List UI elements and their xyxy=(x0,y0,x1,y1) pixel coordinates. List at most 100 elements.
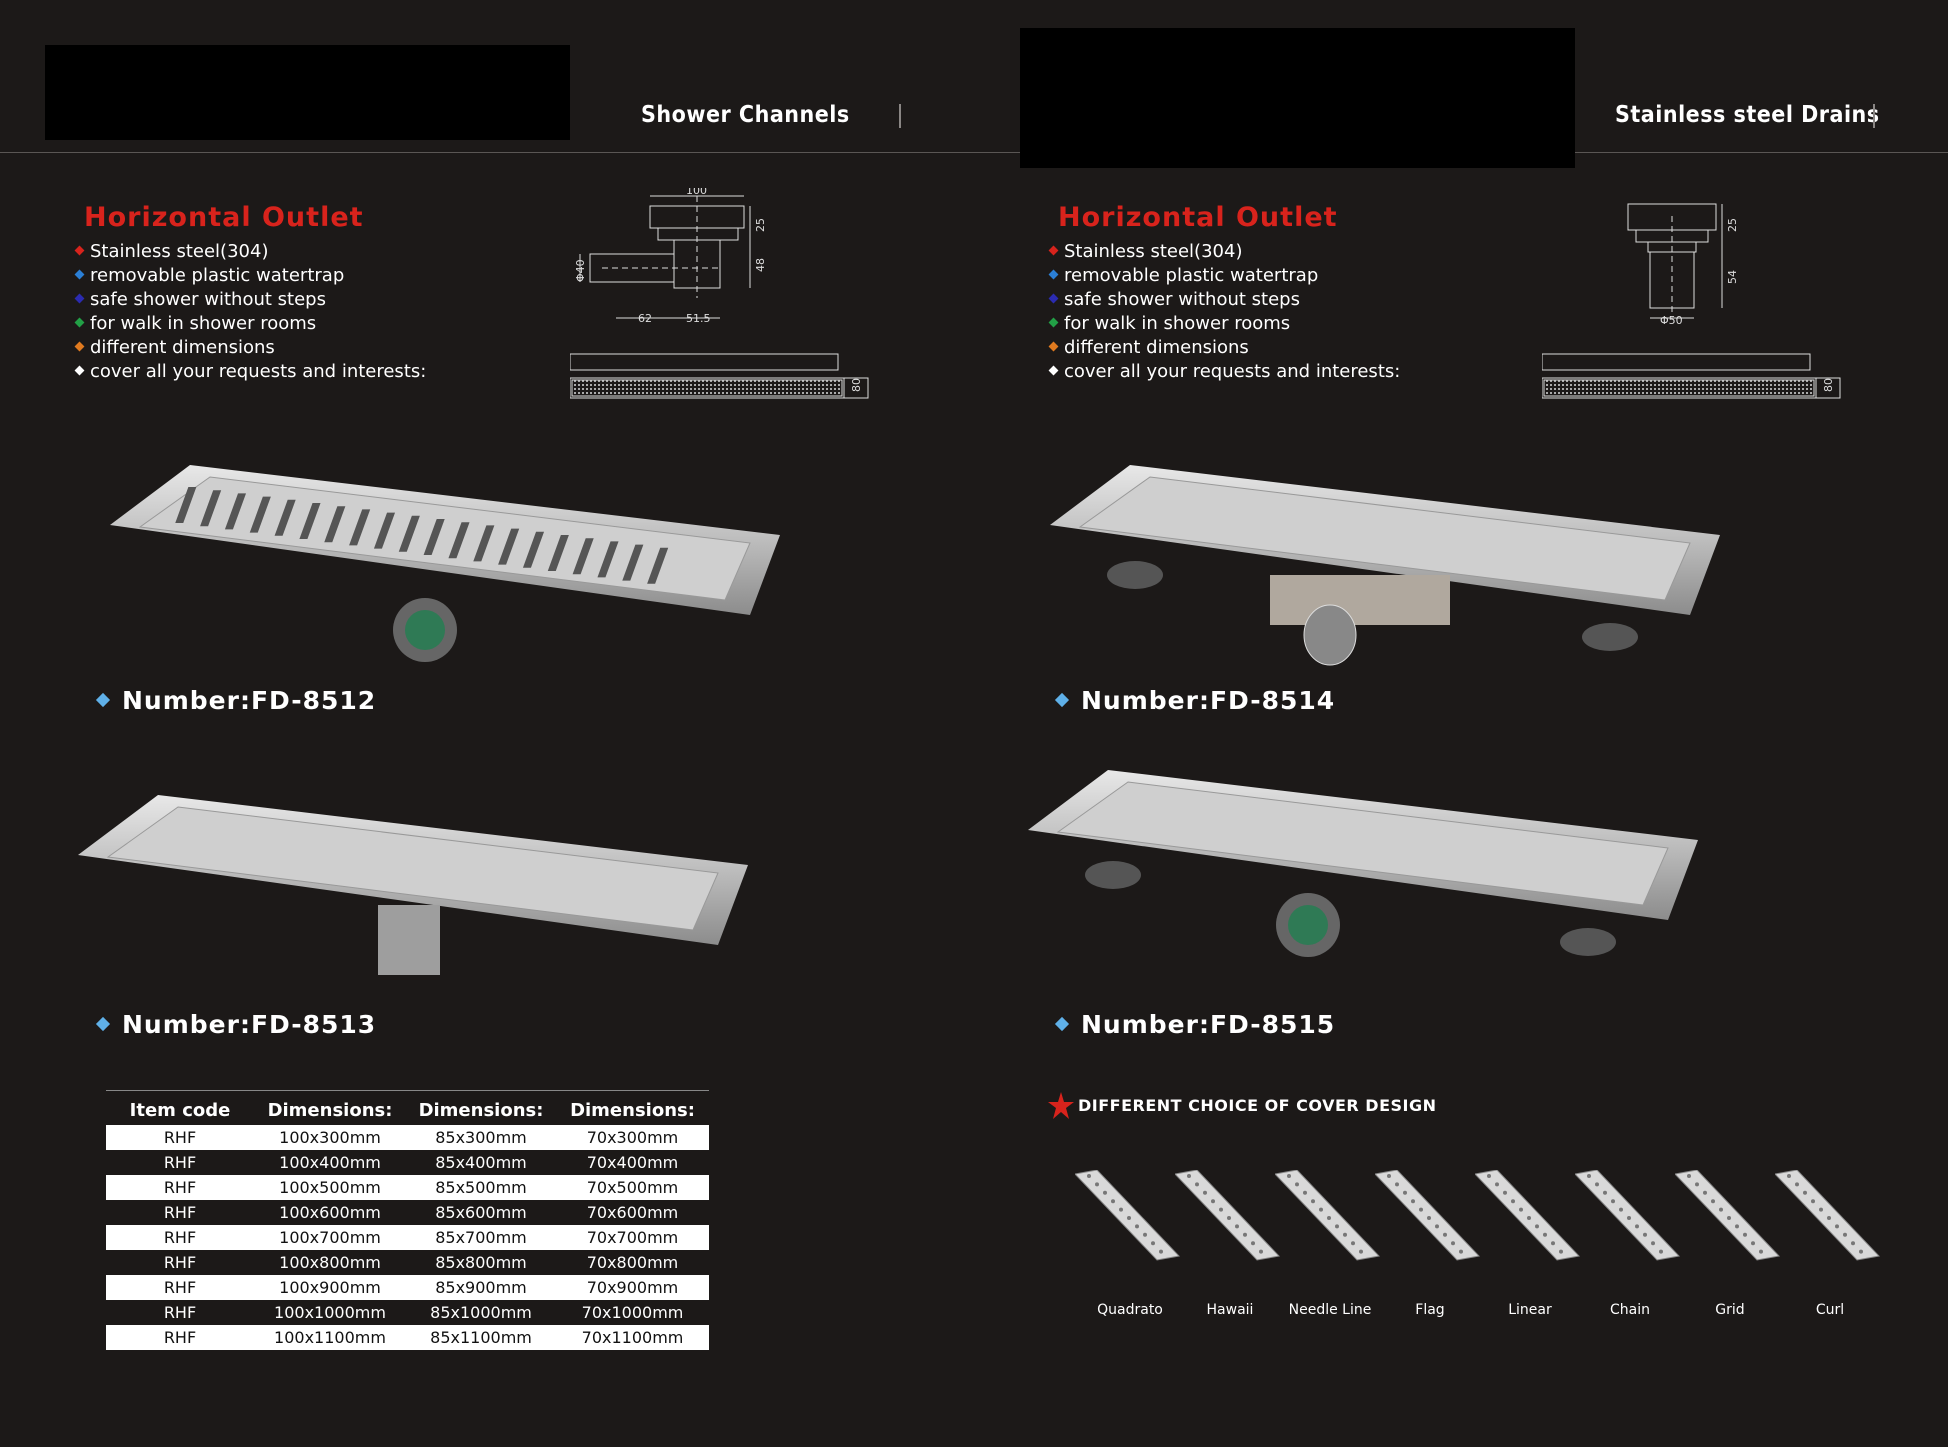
product-image-fd-8515 xyxy=(1028,770,1698,957)
right-heading: Horizontal Outlet xyxy=(1058,202,1338,233)
feature-text: removable plastic watertrap xyxy=(90,265,345,286)
table-cell: 100x400mm xyxy=(254,1150,406,1175)
table-cell: RHF xyxy=(106,1275,254,1300)
table-cell: 70x800mm xyxy=(556,1250,709,1275)
drain-slot xyxy=(572,538,594,575)
product-number-fd-8513: Number:FD-8513 xyxy=(95,1010,376,1039)
table-cell: 100x300mm xyxy=(254,1125,406,1150)
cover-design-image xyxy=(1575,1170,1681,1261)
table-cell: 100x800mm xyxy=(254,1250,406,1275)
dimensions-table-rule xyxy=(106,1090,709,1091)
table-cell: 85x800mm xyxy=(406,1250,556,1275)
right-feature-item: Stainless steel(304) xyxy=(1048,240,1400,264)
diamond-bullet-icon xyxy=(74,269,85,280)
diamond-bullet-icon xyxy=(1054,692,1070,708)
diamond-bullet-icon xyxy=(1048,293,1059,304)
table-cell: RHF xyxy=(106,1175,254,1200)
table-cell: 85x300mm xyxy=(406,1125,556,1150)
drain-slot xyxy=(423,519,445,555)
drain-slot xyxy=(398,515,420,552)
drain-slot xyxy=(349,509,371,546)
feature-text: safe shower without steps xyxy=(90,289,326,310)
table-cell: 85x400mm xyxy=(406,1150,556,1175)
table-cell: 70x1100mm xyxy=(556,1325,709,1350)
cover-design-label: Hawaii xyxy=(1206,1302,1254,1318)
table-cell: 100x1000mm xyxy=(254,1300,406,1325)
table-cell: 100x1100mm xyxy=(254,1325,406,1350)
diamond-bullet-icon xyxy=(1048,269,1059,280)
cover-design-image xyxy=(1175,1170,1281,1261)
cover-design-image xyxy=(1075,1170,1181,1261)
table-cell: 100x700mm xyxy=(254,1225,406,1250)
cover-design-image xyxy=(1775,1170,1881,1261)
feature-text: removable plastic watertrap xyxy=(1064,265,1319,286)
table-cell: 85x700mm xyxy=(406,1225,556,1250)
dim-62: 62 xyxy=(638,312,652,325)
feature-text: different dimensions xyxy=(90,337,275,358)
table-header-dim-2: Dimensions: xyxy=(418,1100,544,1121)
drain-slot xyxy=(522,531,545,568)
left-heading: Horizontal Outlet xyxy=(84,202,364,233)
dim-54: 54 xyxy=(1726,270,1739,284)
left-feature-item: safe shower without steps xyxy=(74,288,426,312)
right-feature-item: removable plastic watertrap xyxy=(1048,264,1400,288)
drain-slot xyxy=(224,493,247,530)
drain-slot xyxy=(373,512,396,549)
cover-design-image xyxy=(1475,1170,1581,1261)
feature-text: cover all your requests and interests: xyxy=(90,361,427,382)
right-technical-diagram: 25 54 Φ50 80 xyxy=(1542,203,1841,399)
table-cell: 70x700mm xyxy=(556,1225,709,1250)
dim-phi50: Φ50 xyxy=(1660,314,1683,327)
dim-phi40: Φ40 xyxy=(574,259,587,282)
drain-slot xyxy=(175,487,197,523)
table-cell: 70x600mm xyxy=(556,1200,709,1225)
right-feature-item: safe shower without steps xyxy=(1048,288,1400,312)
table-cell: RHF xyxy=(106,1225,254,1250)
dim-25: 25 xyxy=(754,218,767,232)
cover-design-label: Quadrato xyxy=(1097,1302,1163,1318)
left-feature-item: for walk in shower rooms xyxy=(74,312,426,336)
table-cell: 70x1000mm xyxy=(556,1300,709,1325)
diamond-bullet-icon xyxy=(95,1016,111,1032)
table-cell: RHF xyxy=(106,1250,254,1275)
diamond-bullet-icon xyxy=(74,293,85,304)
section-title-right: Stainless steel Drains xyxy=(1615,102,1880,128)
right-feature-item: cover all your requests and interests: xyxy=(1048,360,1400,384)
drain-slot xyxy=(622,544,644,581)
table-cell: RHF xyxy=(106,1150,254,1175)
dimensions-table: Item code Dimensions: Dimensions: Dimens… xyxy=(106,1096,709,1350)
right-feature-item: different dimensions xyxy=(1048,336,1400,360)
drain-slot xyxy=(498,528,520,565)
drain-slot xyxy=(448,522,470,559)
cover-design-image xyxy=(1675,1170,1781,1261)
product-image-fd-8513 xyxy=(78,795,748,975)
product-image-fd-8514 xyxy=(1050,465,1720,666)
diamond-bullet-icon xyxy=(74,365,85,376)
product-number-fd-8512: Number:FD-8512 xyxy=(95,686,376,715)
table-cell: RHF xyxy=(106,1325,254,1350)
cover-design-label: Curl xyxy=(1815,1302,1845,1318)
diamond-bullet-icon xyxy=(1054,1016,1070,1032)
drain-slot xyxy=(200,490,222,527)
table-cell: 70x400mm xyxy=(556,1150,709,1175)
cover-design-image xyxy=(1275,1170,1381,1261)
feature-text: for walk in shower rooms xyxy=(90,313,317,334)
dim-51-5: 51.5 xyxy=(686,312,711,325)
drain-slot xyxy=(324,506,346,543)
dim-48: 48 xyxy=(754,258,767,272)
table-cell: RHF xyxy=(106,1300,254,1325)
table-cell: 85x1100mm xyxy=(406,1325,556,1350)
title-separator-right xyxy=(1873,104,1875,128)
dim-25-right: 25 xyxy=(1726,218,1739,232)
feature-text: safe shower without steps xyxy=(1064,289,1300,310)
left-technical-diagram: 100 25 48 Φ40 62 51.5 80 xyxy=(570,188,869,399)
drain-slot xyxy=(597,541,619,578)
table-cell: 70x900mm xyxy=(556,1275,709,1300)
